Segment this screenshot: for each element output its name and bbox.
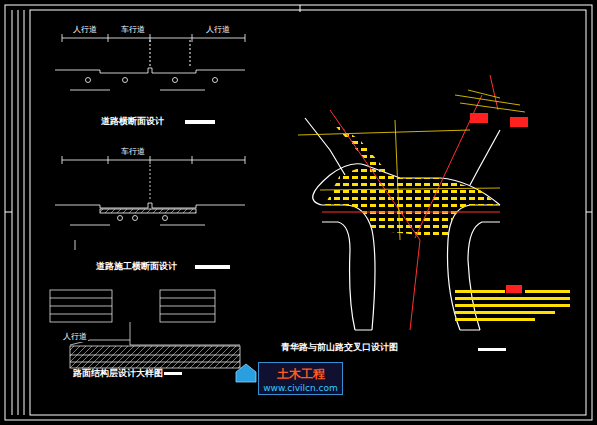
drawing-title: 路面结构层设计大样图 [72, 369, 164, 379]
lane-label: 人行道 [72, 26, 98, 35]
lane-label: 车行道 [120, 148, 146, 157]
lane-label: 车行道 [120, 26, 146, 35]
lane-label: 人行道 [205, 26, 231, 35]
drawing-title: 青华路与前山路交叉口设计图 [280, 343, 399, 353]
watermark-url: www.civilcn.com [259, 383, 342, 393]
lane-label: 人行道 [62, 333, 88, 342]
watermark-box: 土木工程www.civilcn.com [258, 362, 343, 395]
drawing-title: 道路横断面设计 [100, 117, 165, 127]
drawing-title: 道路施工横断面设计 [95, 262, 178, 272]
watermark-name: 土木工程 [259, 366, 342, 383]
